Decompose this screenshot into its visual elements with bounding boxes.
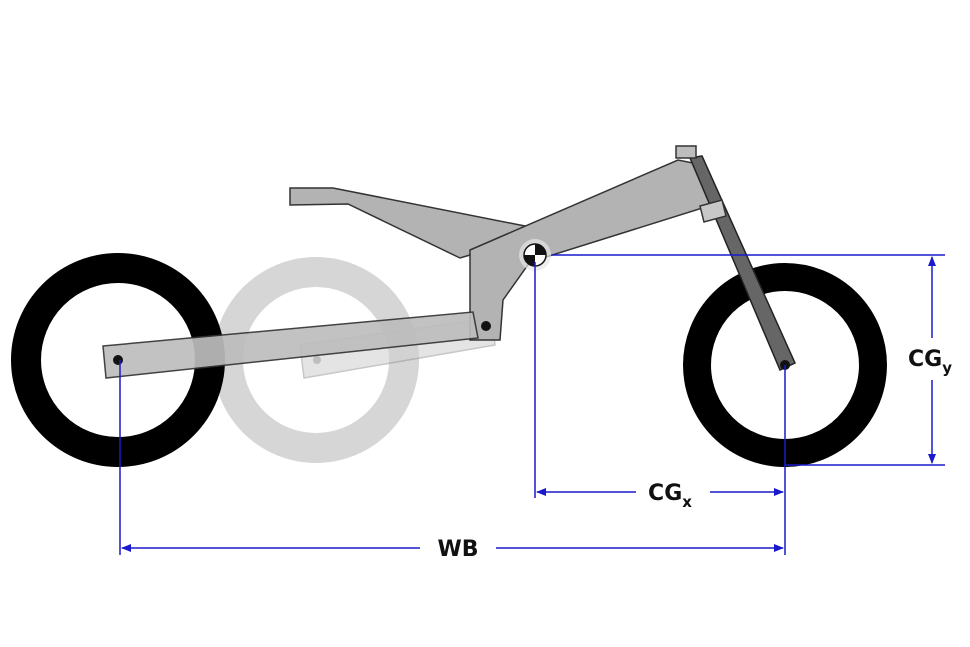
cg-x-label: CGx xyxy=(648,481,692,511)
swingarm-pivot xyxy=(481,321,491,331)
rear-axle xyxy=(113,355,123,365)
swingarm xyxy=(102,311,491,379)
center-of-gravity-icon xyxy=(519,239,551,271)
seat-subframe xyxy=(289,187,528,259)
dimension-extension-lines xyxy=(119,254,945,555)
wheelbase-label: WB xyxy=(437,537,478,562)
wheelbase-dimension: WB xyxy=(121,537,784,562)
main-frame xyxy=(469,159,713,341)
cg-x-dimension: CGx xyxy=(536,481,784,511)
cg-y-dimension: CGy xyxy=(908,256,952,464)
front-fork xyxy=(675,145,796,372)
cg-y-label: CGy xyxy=(908,347,952,377)
